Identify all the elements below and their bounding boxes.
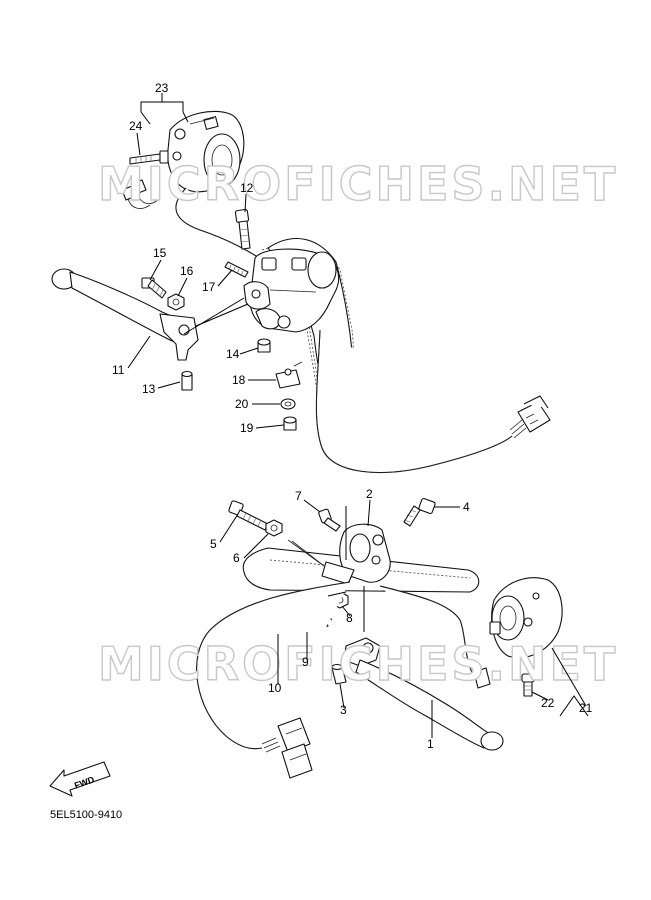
bolt-12 — [234, 208, 251, 250]
collar-3 — [331, 663, 347, 685]
callout-19: 19 — [240, 421, 254, 435]
callout-10: 10 — [268, 681, 282, 695]
screw-7 — [318, 508, 341, 532]
callout-numbers: 23 24 12 15 16 17 11 13 14 18 20 19 7 2 … — [112, 81, 593, 751]
callout-5: 5 — [210, 537, 217, 551]
screw-24 — [129, 150, 169, 165]
callout-8: 8 — [346, 611, 353, 625]
callout-23: 23 — [155, 81, 169, 95]
nut-16 — [167, 293, 185, 311]
screw-19 — [283, 416, 297, 431]
callout-7: 7 — [295, 489, 302, 503]
callout-3: 3 — [340, 703, 347, 717]
callout-4: 4 — [463, 500, 470, 514]
callout-15: 15 — [153, 246, 167, 260]
bolt-4 — [403, 497, 436, 527]
upper-assembly — [51, 110, 551, 473]
bolt-15 — [141, 277, 167, 299]
lower-wire-harness — [196, 581, 491, 779]
switch-housing-left — [167, 110, 245, 193]
nut-6 — [265, 519, 283, 537]
watermarks: MICROFICHES.NET MICROFICHES.NET — [97, 156, 618, 691]
leader-lines — [127, 93, 589, 738]
screw-17 — [224, 261, 249, 278]
watermark-bottom: MICROFICHES.NET — [98, 637, 618, 691]
callout-14: 14 — [226, 347, 240, 361]
clutch-holder-2 — [339, 523, 391, 583]
callout-22: 22 — [541, 696, 555, 710]
callout-9: 9 — [302, 655, 309, 669]
watermark-top: MICROFICHES.NET — [98, 157, 618, 211]
callout-12: 12 — [240, 181, 254, 195]
callout-17: 17 — [202, 280, 216, 294]
washer-20 — [280, 398, 296, 410]
upper-wire-harness — [315, 329, 551, 473]
bolt-5 — [228, 500, 269, 531]
switch-housing-right — [489, 577, 563, 659]
brake-switch-18 — [275, 361, 303, 389]
callout-20: 20 — [235, 397, 249, 411]
fwd-arrow: FWD — [49, 761, 111, 797]
callout-18: 18 — [232, 373, 246, 387]
callout-11: 11 — [112, 363, 125, 377]
callout-6: 6 — [233, 551, 240, 565]
callout-1: 1 — [427, 737, 434, 751]
master-cylinder — [243, 248, 340, 333]
brake-lever-upper — [51, 268, 199, 361]
callout-2: 2 — [366, 487, 373, 501]
collar-13 — [181, 370, 193, 391]
callout-21: 21 — [579, 701, 593, 715]
bushing-14 — [257, 338, 271, 353]
lower-assembly — [196, 497, 563, 779]
callout-16: 16 — [180, 264, 194, 278]
callout-13: 13 — [142, 382, 156, 396]
callout-24: 24 — [129, 119, 143, 133]
part-code: 5EL5100-9410 — [50, 809, 122, 821]
clutch-lever-lower — [343, 637, 504, 751]
screw-22 — [521, 673, 535, 697]
